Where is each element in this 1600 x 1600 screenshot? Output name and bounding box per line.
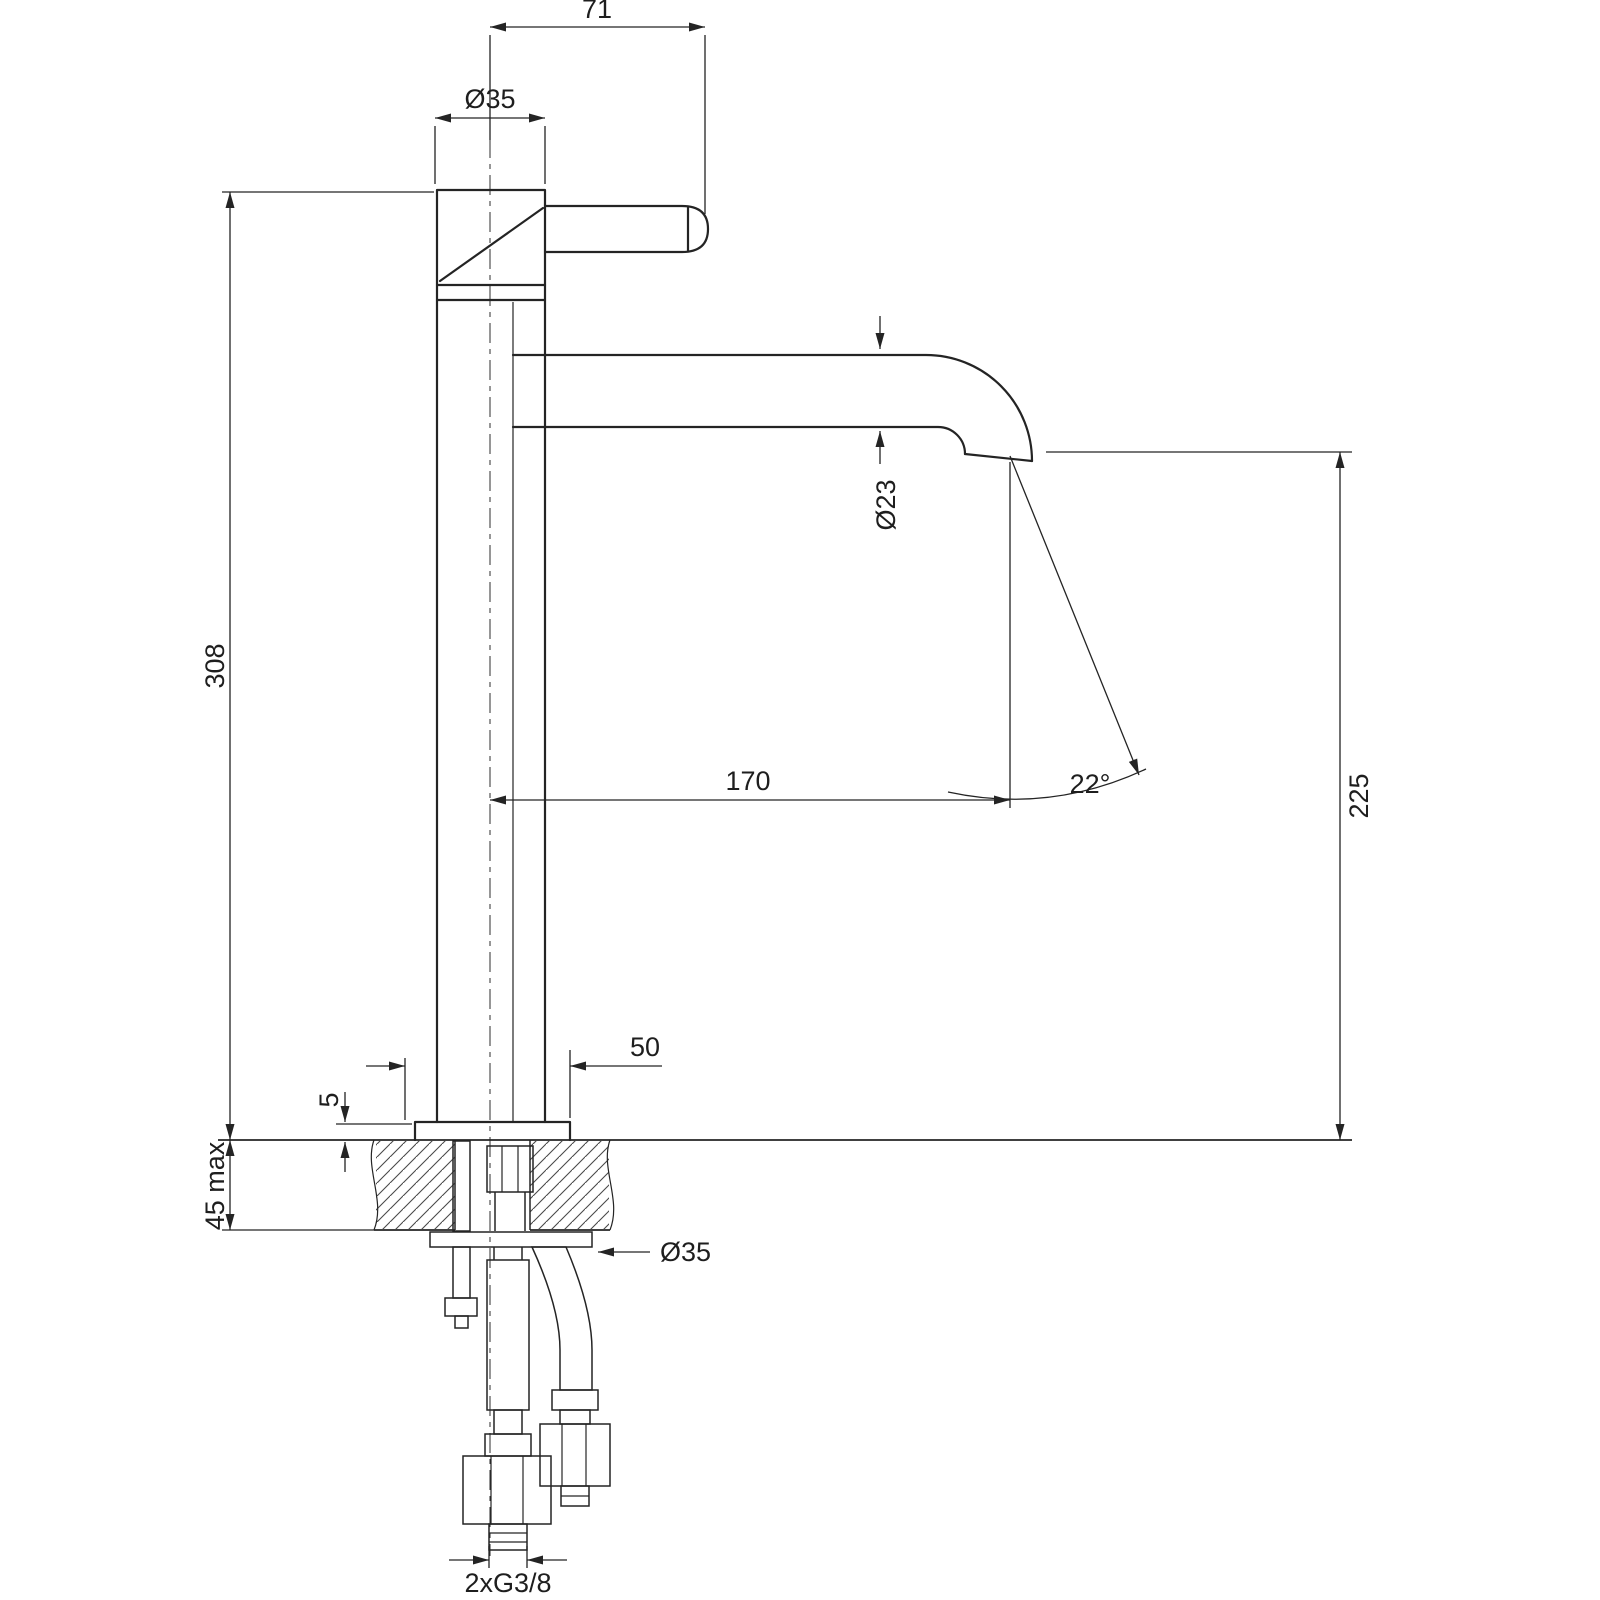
dim-spout-reach-label: 170 — [725, 766, 770, 796]
handle-joint-diagonal — [438, 206, 545, 283]
dim-base-offset-label: 50 — [630, 1032, 660, 1062]
water-stream-line — [1009, 455, 1140, 776]
counter-break-right — [606, 1139, 615, 1231]
supply-hose-curved — [530, 1246, 611, 1507]
hose-hex-nut — [462, 1455, 552, 1525]
dim-spout-tube-diameter-label: Ø23 — [871, 479, 901, 530]
stud-nut — [444, 1297, 478, 1317]
dim-top-diameter: Ø35 — [434, 84, 546, 184]
hose-braid — [486, 1259, 530, 1411]
dim-supply-connection: 2xG3/8 — [449, 1546, 567, 1598]
dim-overall-height: 308 — [200, 191, 434, 1140]
dim-handle-reach-label: 71 — [582, 0, 612, 24]
dim-spout-angle-label: 22° — [1070, 769, 1111, 799]
counter-hatch-right — [530, 1141, 609, 1229]
countertop-section — [218, 1139, 1352, 1231]
threaded-stud-below — [452, 1246, 471, 1299]
hose-neck — [493, 1409, 523, 1435]
backing-plate — [429, 1231, 593, 1248]
supply-hose-straight — [462, 1247, 552, 1551]
stud-tip — [454, 1315, 469, 1329]
dim-base-plate-thickness-label: 5 — [314, 1092, 344, 1107]
dim-deck-thickness-label: 45 max — [200, 1141, 230, 1230]
spout-mouth — [963, 452, 1034, 463]
spout-outer-edge — [511, 353, 1034, 463]
spout — [511, 353, 1034, 463]
dim-supply-connection-label: 2xG3/8 — [464, 1568, 551, 1598]
counter-break-left — [370, 1139, 379, 1231]
dim-spout-angle: 22° — [947, 455, 1147, 800]
body-column — [435, 188, 547, 1124]
counter-hatch-left — [376, 1141, 455, 1229]
hose-crimp-collar — [484, 1433, 532, 1457]
angle-arc — [947, 768, 1147, 800]
dim-shank-diameter: Ø35 — [598, 1237, 711, 1267]
hose-crimp-collar — [551, 1389, 599, 1411]
dim-spout-tube-diameter: Ø23 — [871, 316, 901, 531]
dim-handle-reach: 71 — [489, 0, 706, 214]
lever-handle — [543, 204, 710, 254]
mounting-hardware — [429, 1140, 593, 1329]
dim-deck-thickness: 45 max — [200, 1140, 374, 1231]
dim-base-offset: 50 — [366, 1032, 662, 1120]
hose-thread-stub — [488, 1523, 528, 1551]
threaded-stud-in-hole — [452, 1140, 471, 1232]
faucet-body — [413, 188, 710, 1142]
hose-fitting-in-hole — [486, 1145, 534, 1193]
hose-neck — [559, 1409, 591, 1425]
dim-top-diameter-label: Ø35 — [464, 84, 515, 114]
dim-overall-height-label: 308 — [200, 643, 230, 688]
dim-shank-diameter-label: Ø35 — [660, 1237, 711, 1267]
dim-spout-reach: 170 — [490, 462, 1011, 808]
dim-outlet-height: 225 — [1046, 451, 1374, 1140]
base-flange — [413, 1120, 572, 1142]
hose-braid-curved — [530, 1246, 593, 1391]
dim-base-plate-thickness: 5 — [314, 1092, 412, 1172]
dim-outlet-height-label: 225 — [1344, 773, 1374, 818]
spout-inner-edge — [511, 425, 967, 456]
